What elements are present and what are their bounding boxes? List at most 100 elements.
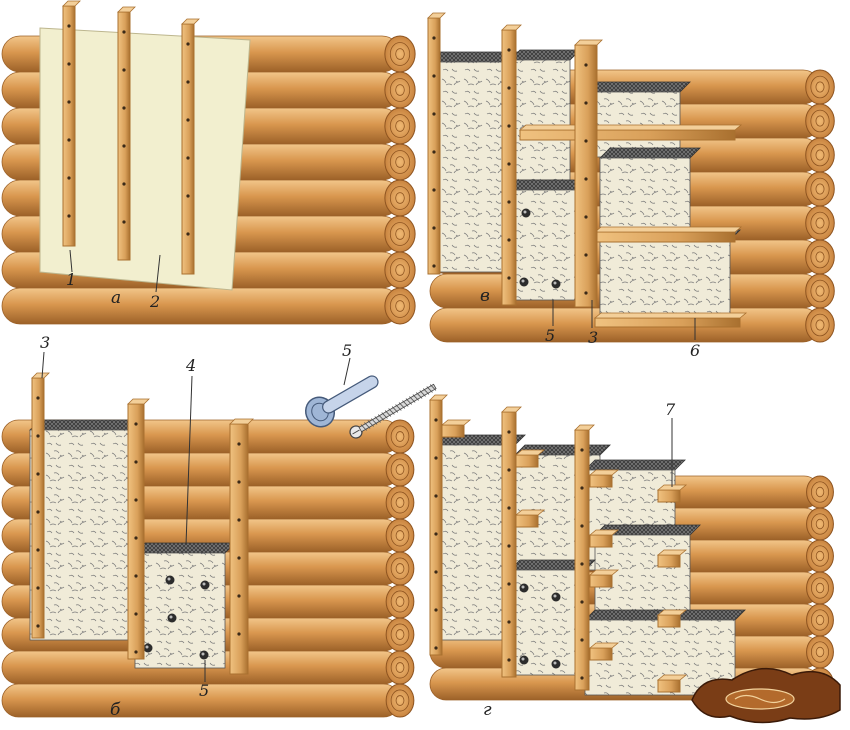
log-ring	[390, 656, 410, 679]
stud-g-1	[429, 394, 448, 656]
slab-face	[429, 61, 511, 273]
dowel-highlight	[521, 279, 525, 283]
nail-head	[507, 276, 511, 280]
log-end	[385, 452, 415, 487]
dowel-highlight	[169, 615, 173, 619]
slab-g-right-mid	[594, 524, 701, 616]
vapor-barrier-membrane	[39, 27, 251, 291]
spacer-block-1	[514, 509, 546, 528]
slab-v-mid-right	[599, 147, 701, 234]
log-ring	[810, 545, 830, 567]
nail-head	[186, 156, 190, 160]
stud-g-3	[574, 424, 595, 691]
log-ring	[810, 177, 830, 201]
rail-top	[588, 529, 620, 536]
log-ring	[389, 78, 411, 102]
nail-head	[580, 486, 584, 490]
screw-thread	[367, 420, 374, 427]
nail-head	[434, 418, 438, 422]
rail-face	[657, 489, 681, 503]
rail-face	[589, 474, 613, 488]
rail-face	[589, 534, 613, 548]
nail-head	[507, 468, 511, 472]
slab-edge	[599, 147, 701, 159]
rail-face	[657, 679, 681, 693]
screw-icon	[349, 383, 437, 439]
spacer-block-0	[514, 449, 546, 468]
rail-face	[515, 454, 539, 468]
rail-v-bottom	[593, 312, 748, 328]
nail-head	[134, 498, 138, 502]
rail-face	[594, 231, 736, 243]
nail-head	[507, 506, 511, 510]
dowel-highlight	[523, 210, 527, 214]
nail-head	[237, 632, 241, 636]
nail-head	[122, 220, 126, 224]
log-ring	[815, 115, 825, 127]
log-ring	[815, 251, 825, 263]
dowel-shank	[322, 375, 379, 414]
log-ring	[815, 614, 825, 626]
nail-head	[134, 536, 138, 540]
nail-head	[186, 42, 190, 46]
slab-v-front	[504, 179, 591, 301]
log-ring	[395, 120, 405, 132]
log-end	[806, 507, 834, 541]
rail-face	[589, 574, 613, 588]
screw-thread	[419, 390, 426, 397]
log-ring	[395, 192, 405, 204]
stud-top	[62, 0, 81, 7]
log-ring	[390, 590, 410, 613]
leader-4	[185, 375, 193, 546]
log-end	[806, 539, 834, 573]
slab-face	[29, 429, 131, 641]
nail-head	[507, 620, 511, 624]
construction-layer	[29, 0, 841, 724]
nail-head	[584, 139, 588, 143]
dowel-highlight	[553, 281, 557, 285]
label-5-v: 5	[545, 326, 556, 345]
rail-top	[518, 124, 743, 131]
log-ring	[395, 629, 405, 640]
caption-a: а	[111, 288, 122, 308]
log-end	[805, 171, 835, 207]
log-ring	[395, 530, 405, 541]
stud-top	[574, 424, 595, 431]
dowel-highlight	[521, 657, 525, 661]
nail-head	[36, 396, 40, 400]
label-4: 4	[186, 356, 197, 375]
screw-thread	[395, 404, 402, 411]
screw-thread	[388, 408, 395, 415]
stud-a-2	[117, 6, 136, 261]
log-end	[384, 71, 416, 109]
log-ring	[390, 524, 410, 547]
decorative-wooden-plaque-logo	[691, 667, 841, 724]
nail-head	[507, 544, 511, 548]
label-3-b: 3	[40, 333, 51, 352]
nail-head	[507, 86, 511, 90]
log-ring	[815, 285, 825, 297]
rail-face	[594, 317, 741, 328]
rail-top	[514, 509, 546, 516]
nail-head	[67, 100, 71, 104]
log-ring	[810, 481, 830, 503]
nail-head	[580, 638, 584, 642]
label-2: 2	[150, 292, 161, 311]
insulation-dowel-icon	[304, 375, 379, 428]
log-ring	[395, 563, 405, 574]
nail-head	[237, 556, 241, 560]
stud-top	[574, 39, 603, 46]
nail-head	[584, 253, 588, 257]
stud-a-1	[62, 0, 81, 247]
stud-v-1	[427, 12, 446, 275]
slab-edge	[509, 49, 581, 61]
nail-head	[134, 574, 138, 578]
stud-b-1	[31, 372, 50, 639]
dowel-highlight	[553, 594, 557, 598]
nail-head	[507, 48, 511, 52]
log-end	[805, 69, 835, 105]
log-ring	[810, 211, 830, 235]
stud-b-2	[127, 398, 150, 660]
log-end	[384, 35, 416, 73]
